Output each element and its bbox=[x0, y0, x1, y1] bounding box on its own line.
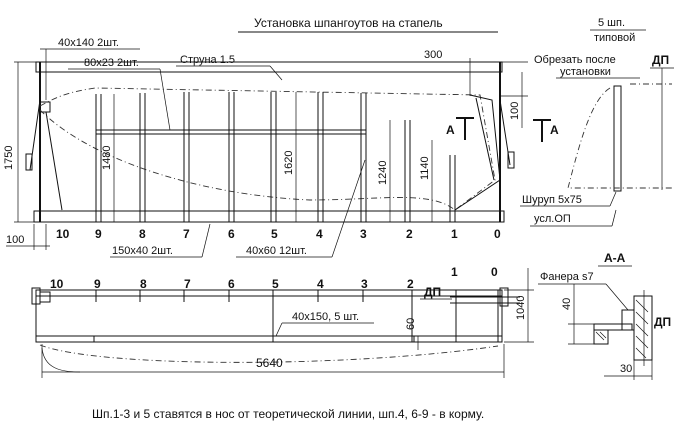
stern-stay-block bbox=[25, 153, 33, 171]
plan-dim-60: 60 bbox=[405, 318, 417, 330]
main-elevation-view: 10 9 8 7 6 5 4 3 2 1 0 40x140 2шт. 80x23… bbox=[3, 37, 559, 258]
stern-brace-block bbox=[39, 101, 51, 113]
frame-label: 7 bbox=[183, 227, 190, 241]
plan-dim-5640: 5640 bbox=[256, 356, 283, 370]
bottom-plank bbox=[593, 323, 633, 331]
plan-frame-label: 0 bbox=[491, 265, 498, 279]
cut-note-line2: установки bbox=[560, 66, 611, 78]
dim-100-right: 100 bbox=[509, 102, 521, 120]
plan-frame-label: 10 bbox=[50, 277, 64, 291]
frame-label: 4 bbox=[316, 227, 323, 241]
plywood-label: Фанера s7 bbox=[540, 271, 594, 283]
section-dim-30: 30 bbox=[620, 363, 632, 375]
frame-stations bbox=[95, 92, 456, 222]
frame-post-detail bbox=[613, 85, 622, 192]
plan-frame-label: 4 bbox=[317, 277, 324, 291]
footnote: Шп.1-3 и 5 ставятся в нос от теоретическ… bbox=[92, 407, 484, 421]
plan-frame-label: 8 bbox=[140, 277, 147, 291]
plan-bars bbox=[93, 335, 415, 343]
frame-label: 10 bbox=[56, 227, 70, 241]
cut-note-line1: Обрезать после bbox=[534, 54, 616, 66]
dim-1750: 1750 bbox=[3, 146, 15, 170]
dim-1620: 1620 bbox=[283, 151, 295, 175]
dim-100-left: 100 bbox=[6, 234, 24, 246]
dp-label: ДП bbox=[652, 53, 669, 67]
plan-frame-label: 1 bbox=[451, 265, 458, 279]
plan-bars-callout: 40x150, 5 шт. bbox=[292, 311, 359, 323]
callout-beams: 150x40 2шт. bbox=[112, 245, 173, 257]
hull-bottom-line bbox=[39, 109, 456, 211]
note-frames: 5 шп. bbox=[598, 17, 625, 29]
plan-frame-label: 2 bbox=[407, 277, 414, 291]
bow-stem bbox=[454, 94, 501, 211]
bow-detail-view: 5 шп. типовой Обрезать после установки Д… bbox=[520, 17, 674, 227]
drawing-title: Установка шпангоутов на стапель bbox=[254, 16, 443, 30]
bow-stay-block bbox=[507, 151, 515, 169]
plan-frame-ticks bbox=[95, 290, 499, 342]
section-aa-title: А-А bbox=[604, 251, 626, 265]
section-aa-view: А-А Фанера s7 40 30 ДП bbox=[538, 251, 671, 380]
frame-number-row: 10 9 8 7 6 5 4 3 2 1 0 bbox=[56, 227, 501, 241]
keel-bar bbox=[593, 329, 609, 345]
frame-label: 1 bbox=[451, 227, 458, 241]
plan-dp-label: ДП bbox=[424, 285, 441, 299]
support-label: усл.ОП bbox=[534, 213, 571, 225]
plan-dim-1040: 1040 bbox=[515, 296, 527, 320]
bow-stem-inner bbox=[475, 97, 495, 181]
dp-post bbox=[633, 295, 653, 361]
hull-sheer-line bbox=[39, 87, 496, 211]
frame-label: 2 bbox=[406, 227, 413, 241]
callout-string: Струна 1.5 bbox=[180, 54, 235, 66]
section-mark-a-right: А bbox=[550, 123, 559, 137]
screw-label: Шуруп 5x75 bbox=[522, 194, 582, 206]
frame-label: 6 bbox=[228, 227, 235, 241]
plan-frame-label: 5 bbox=[272, 277, 279, 291]
stern-brace bbox=[45, 111, 63, 211]
base-beam bbox=[33, 210, 505, 223]
frame-label: 8 bbox=[139, 227, 146, 241]
plan-view: 10 9 8 7 6 5 4 3 2 1 0 ДП 40x150, 5 шт. … bbox=[31, 265, 534, 378]
plan-frame-label: 7 bbox=[184, 277, 191, 291]
section-dp-label: ДП bbox=[654, 315, 671, 329]
section-mark-a-left: А bbox=[446, 123, 455, 137]
plan-frame-label: 9 bbox=[94, 277, 101, 291]
note-type: типовой bbox=[594, 32, 635, 44]
frame-label: 9 bbox=[95, 227, 102, 241]
frame-label: 3 bbox=[360, 227, 367, 241]
callout-bars: 40x60 12шт. bbox=[246, 245, 307, 257]
plan-frame-label: 6 bbox=[228, 277, 235, 291]
dim-1240: 1240 bbox=[377, 161, 389, 185]
top-rail bbox=[35, 61, 503, 73]
section-dim-40: 40 bbox=[561, 298, 573, 310]
dim-1140: 1140 bbox=[419, 156, 431, 180]
frame-label: 5 bbox=[271, 227, 278, 241]
dim-300: 300 bbox=[424, 49, 442, 61]
dim-1480: 1480 bbox=[101, 146, 113, 170]
plan-frame-number-row: 10 9 8 7 6 5 4 3 2 1 0 bbox=[50, 265, 498, 291]
frame-label: 0 bbox=[494, 227, 501, 241]
callout-braces: 80x23 2шт. bbox=[84, 57, 139, 69]
plan-frame-label: 3 bbox=[361, 277, 368, 291]
callout-posts: 40x140 2шт. bbox=[58, 37, 119, 49]
hull-section-outline bbox=[567, 87, 672, 189]
